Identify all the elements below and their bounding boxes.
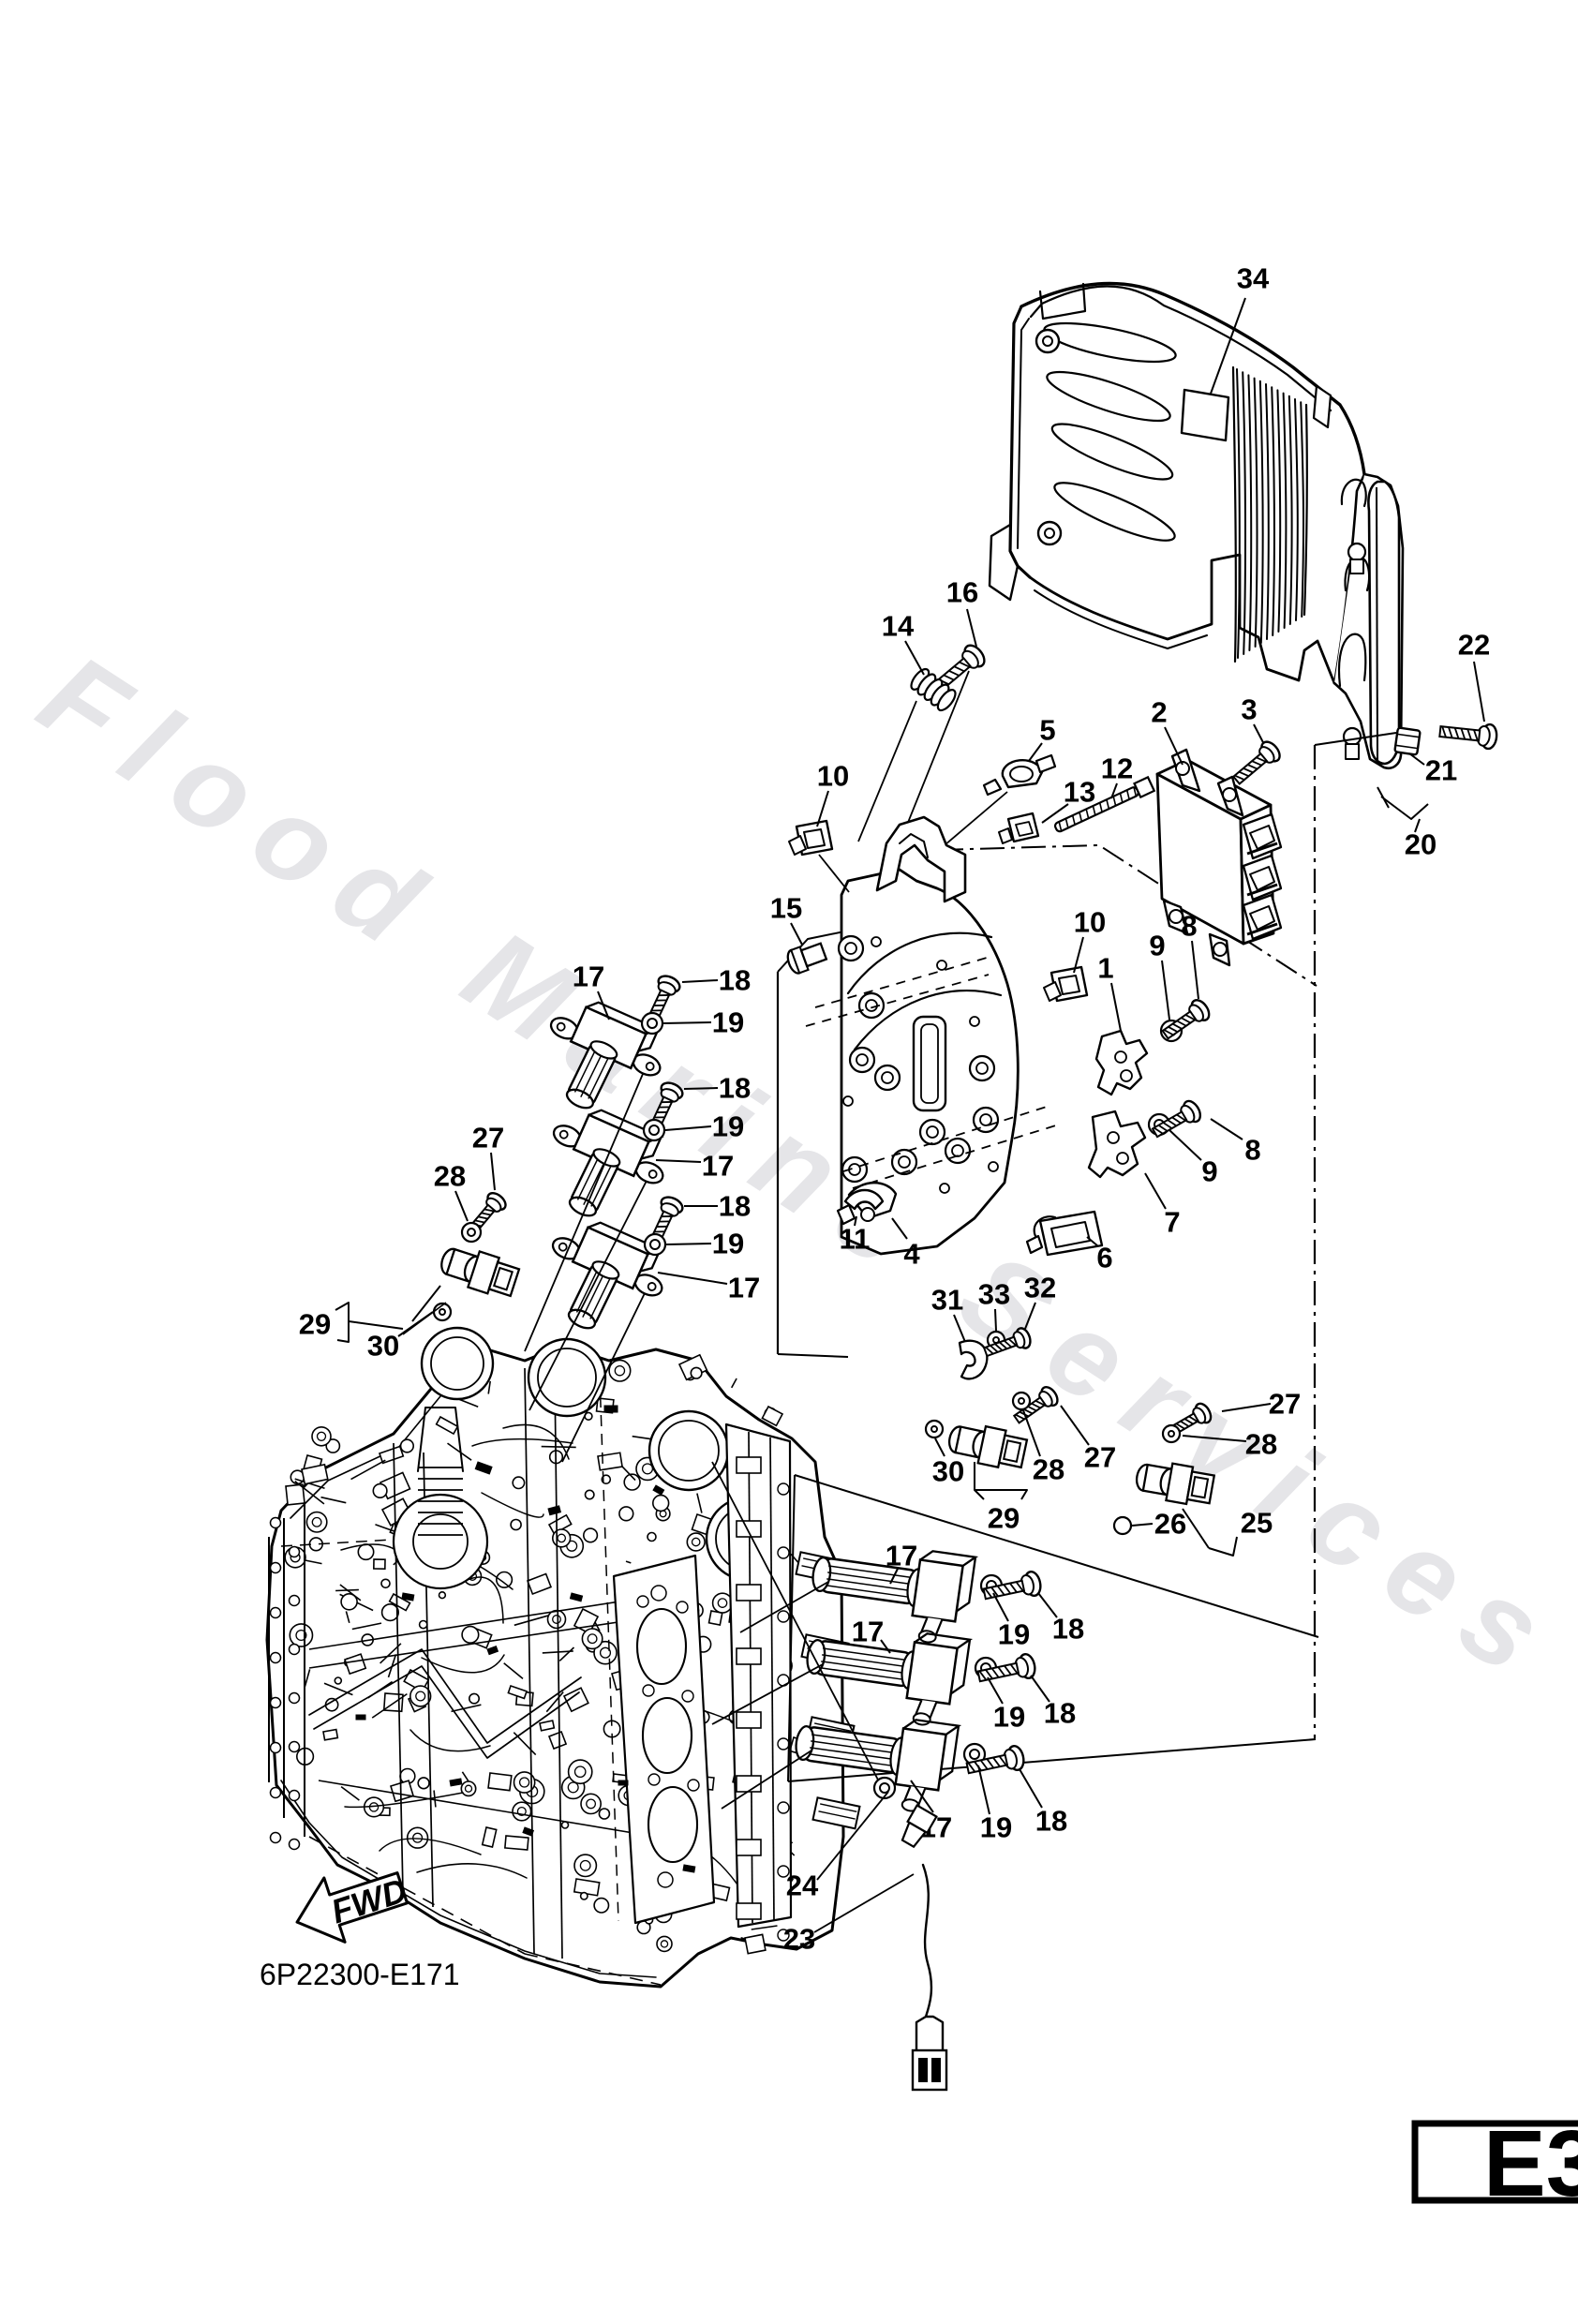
svg-text:3: 3: [1241, 693, 1257, 726]
svg-text:14: 14: [882, 610, 915, 643]
svg-text:17: 17: [886, 1540, 917, 1572]
svg-text:33: 33: [978, 1278, 1010, 1311]
svg-text:9: 9: [1201, 1155, 1217, 1188]
svg-text:11: 11: [840, 1223, 871, 1256]
svg-text:19: 19: [712, 1228, 744, 1260]
svg-text:27: 27: [1269, 1388, 1301, 1421]
svg-text:19: 19: [712, 1006, 744, 1039]
svg-text:19: 19: [712, 1110, 744, 1143]
svg-text:21: 21: [1425, 754, 1457, 787]
svg-text:29: 29: [299, 1308, 331, 1341]
svg-text:18: 18: [719, 1072, 751, 1105]
svg-text:17: 17: [702, 1150, 734, 1183]
svg-text:20: 20: [1405, 828, 1437, 861]
svg-text:18: 18: [1052, 1613, 1084, 1646]
svg-text:12: 12: [1101, 752, 1133, 785]
svg-text:FWD: FWD: [326, 1870, 411, 1930]
svg-text:27: 27: [472, 1122, 504, 1155]
svg-text:24: 24: [786, 1870, 819, 1902]
svg-text:29: 29: [988, 1502, 1020, 1535]
svg-text:27: 27: [1084, 1441, 1116, 1474]
svg-text:1: 1: [1097, 952, 1113, 985]
svg-text:18: 18: [719, 1190, 751, 1223]
svg-text:10: 10: [1074, 906, 1106, 939]
svg-text:17: 17: [852, 1616, 884, 1648]
svg-text:10: 10: [817, 760, 849, 793]
svg-text:17: 17: [728, 1272, 760, 1304]
svg-text:16: 16: [946, 576, 978, 609]
svg-text:32: 32: [1024, 1272, 1056, 1304]
svg-text:31: 31: [931, 1284, 963, 1317]
svg-text:2: 2: [1151, 696, 1167, 729]
svg-text:28: 28: [1245, 1428, 1277, 1461]
svg-text:13: 13: [1064, 776, 1095, 809]
svg-text:19: 19: [980, 1811, 1012, 1844]
svg-text:19: 19: [993, 1701, 1025, 1734]
svg-text:5: 5: [1039, 714, 1055, 747]
svg-text:28: 28: [434, 1160, 466, 1193]
svg-text:6P22300-E171: 6P22300-E171: [260, 1958, 460, 1991]
svg-text:17: 17: [573, 961, 604, 993]
svg-text:26: 26: [1154, 1508, 1186, 1541]
svg-text:30: 30: [932, 1455, 964, 1488]
svg-text:8: 8: [1181, 910, 1197, 943]
svg-text:7: 7: [1164, 1206, 1180, 1239]
svg-text:6: 6: [1096, 1242, 1112, 1274]
svg-text:34: 34: [1237, 262, 1270, 295]
svg-text:18: 18: [1035, 1805, 1067, 1838]
svg-text:23: 23: [783, 1923, 815, 1956]
svg-text:E3: E3: [1483, 2111, 1578, 2216]
svg-text:19: 19: [998, 1618, 1030, 1651]
svg-text:28: 28: [1033, 1453, 1064, 1486]
svg-text:15: 15: [770, 892, 802, 925]
svg-text:18: 18: [719, 964, 751, 997]
svg-text:4: 4: [903, 1238, 920, 1271]
svg-text:30: 30: [367, 1330, 399, 1363]
svg-text:8: 8: [1244, 1134, 1260, 1167]
svg-text:9: 9: [1149, 930, 1165, 962]
svg-text:25: 25: [1241, 1507, 1273, 1540]
svg-text:22: 22: [1458, 629, 1490, 662]
